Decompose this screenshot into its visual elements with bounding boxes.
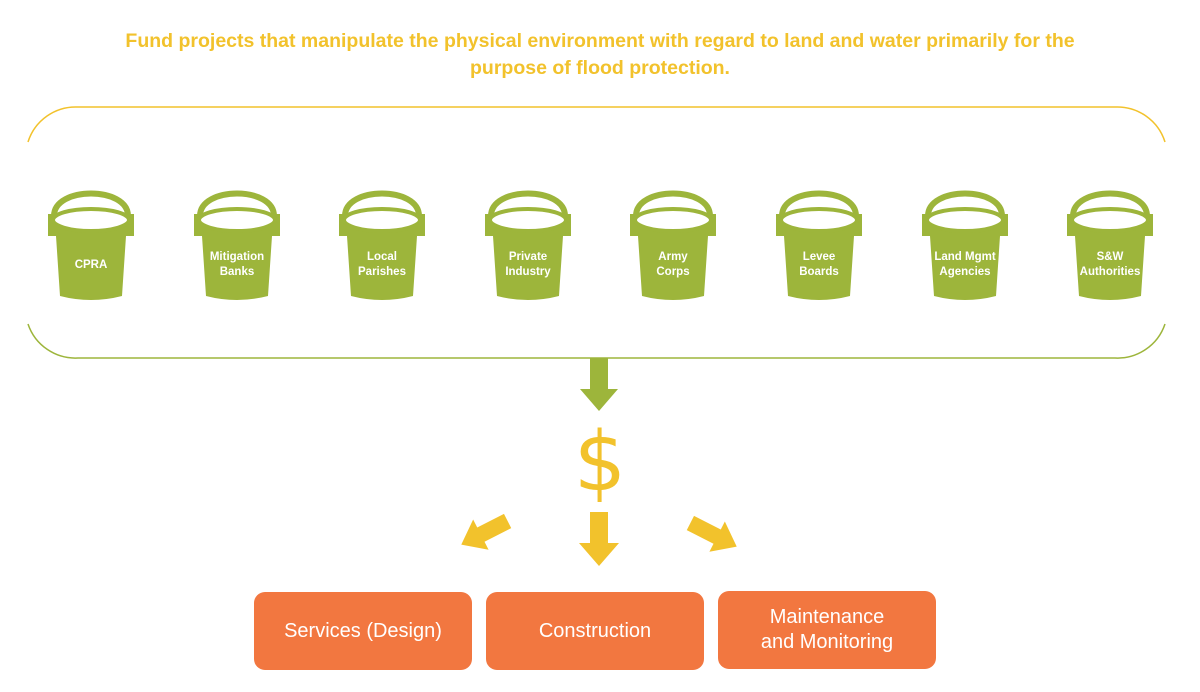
- bucket-icon: [339, 190, 425, 300]
- headline-line-1: Fund projects that manipulate the physic…: [125, 30, 1075, 52]
- outcome-label: Maintenance and Monitoring: [760, 606, 894, 653]
- outcome-services-design: Services (Design): [254, 592, 472, 670]
- bucket-icon: [485, 190, 571, 300]
- bucket-label: Levee Boards: [799, 251, 839, 278]
- bucket-label: Land Mgmt Agencies: [934, 251, 996, 278]
- arrow-to-maintenance: [686, 515, 737, 552]
- headline-line-2: purpose of flood protection.: [470, 57, 730, 79]
- bucket-label: S&W Authorities: [1079, 251, 1141, 278]
- bucket-label: CPRA: [74, 259, 108, 271]
- bucket-label: Mitigation Banks: [209, 251, 265, 278]
- headline: Fund projects that manipulate the physic…: [0, 28, 1200, 82]
- bucket-icon: [922, 190, 1008, 300]
- funding-bucket: Land Mgmt Agencies: [920, 178, 1010, 303]
- bucket-label: Private Industry: [505, 251, 551, 278]
- dollar-sign-icon: $: [573, 415, 627, 510]
- funding-bucket: Levee Boards: [774, 178, 864, 303]
- funding-bucket: Local Parishes: [337, 178, 427, 303]
- arrow-to-services: [461, 513, 512, 550]
- funding-bucket: Mitigation Banks: [192, 178, 282, 303]
- funding-bucket: Private Industry: [483, 178, 573, 303]
- outcome-construction: Construction: [486, 592, 704, 670]
- bucket-icon: [776, 190, 862, 300]
- funding-bucket: Army Corps: [628, 178, 718, 303]
- funding-bucket: CPRA: [46, 178, 136, 303]
- outcome-label: Services (Design): [284, 619, 442, 642]
- bucket-icon: [48, 190, 134, 300]
- container-frame-top: [27, 106, 1166, 143]
- outcome-maintenance-monitoring: Maintenance and Monitoring: [718, 591, 936, 669]
- bucket-icon: [630, 190, 716, 300]
- outcome-label: Construction: [538, 619, 652, 642]
- bucket-icon: [1067, 190, 1153, 300]
- funding-bucket: S&W Authorities: [1065, 178, 1155, 303]
- bucket-icon: [194, 190, 280, 300]
- arrow-to-construction: [579, 512, 619, 566]
- funding-down-arrow: [580, 358, 618, 411]
- bucket-label: Army Corps: [656, 251, 690, 278]
- container-frame-bottom: [27, 323, 1166, 359]
- bucket-label: Local Parishes: [358, 251, 406, 278]
